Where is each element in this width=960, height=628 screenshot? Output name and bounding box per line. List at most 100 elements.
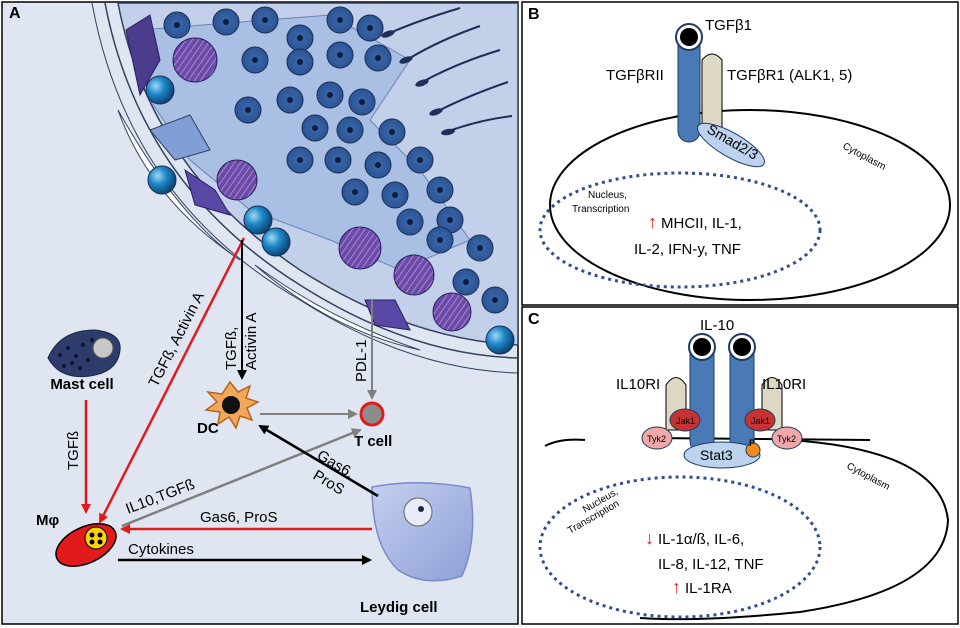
up-arrow-icon: ↑ — [672, 577, 681, 597]
macrophage-nucleus — [84, 526, 108, 550]
panel-b: B Smad2/3 TGFβ1 TGFβRII TGFβR1 (ALK1, 5)… — [521, 1, 959, 306]
leydig-nucleus — [403, 497, 433, 527]
tgfbrii-label: TGFβRII — [606, 67, 664, 84]
arrow-label-gas6-pros-mphi: Gas6, ProS — [200, 509, 278, 526]
jak1-right — [744, 408, 776, 432]
t-cell — [359, 401, 385, 427]
sperm-tail — [451, 115, 513, 131]
arrow-label-mast-tgfb: TGFß — [65, 431, 82, 470]
germ-cell-nucleus — [337, 17, 343, 23]
sperm-head — [441, 128, 455, 136]
germ-cell-nucleus — [347, 127, 353, 133]
jak1-right-label: Jak1 — [751, 416, 770, 426]
smad23 — [697, 122, 765, 168]
nucleus-label: Nucleus, — [588, 190, 627, 201]
dendritic-cell — [204, 380, 260, 430]
spermatocyte — [393, 254, 435, 296]
germ-cell-nucleus — [437, 237, 443, 243]
sperm-head — [399, 56, 413, 64]
transcription-label: Transcription — [572, 204, 629, 215]
upregulated-line2: IL-2, IFN-y, TNF — [634, 241, 741, 258]
downregulated-line2: IL-8, IL-12, TNF — [658, 556, 764, 573]
sperm-head — [429, 108, 443, 116]
tyk2-left — [641, 426, 673, 450]
stat3 — [683, 441, 761, 469]
leydig-cell — [371, 482, 474, 582]
il10ri-right-label: IL10RI — [762, 376, 806, 393]
germ-cell-nucleus — [437, 187, 443, 193]
myoid-cell — [254, 264, 421, 351]
arrow-label-tgfb: TGFß, — [223, 327, 240, 370]
mast-cell-label: Mast cell — [50, 376, 113, 393]
mast-cell-nucleus — [92, 337, 114, 359]
germ-cell-nucleus — [392, 192, 398, 198]
germ-cell-nucleus — [407, 219, 413, 225]
germ-cell-nucleus — [335, 157, 341, 163]
up-arrow-icon: ↑ — [648, 212, 657, 232]
mast-cell — [47, 329, 121, 378]
panel-a-letter: A — [9, 5, 21, 22]
dc-nucleus — [222, 396, 240, 414]
spermatocyte — [432, 292, 472, 332]
germ-cell-nucleus — [447, 217, 453, 223]
germ-cell-nucleus — [337, 52, 343, 58]
leydig-cell-body — [371, 482, 474, 582]
arrow-label-activin: Activin A — [243, 312, 260, 370]
sperm-head — [415, 79, 429, 87]
arrow-label-pdl1: PDL-1 — [353, 339, 370, 382]
panel-a: A — [1, 1, 519, 625]
spermatocyte — [216, 159, 258, 201]
jak1-left — [669, 408, 701, 432]
cell-membrane — [549, 109, 951, 301]
panel-c-letter: C — [528, 311, 540, 328]
sperm-head — [381, 30, 395, 38]
germ-cell — [485, 325, 515, 355]
il10-ligand-core — [693, 338, 711, 356]
germ-cell-nucleus — [389, 129, 395, 135]
nucleus-envelope — [538, 475, 822, 619]
tyk2-left-label: Tyk2 — [647, 434, 666, 444]
jak1-left-label: Jak1 — [676, 416, 695, 426]
stat3-label: Stat3 — [700, 447, 733, 463]
tgfb1-ligand-core — [680, 28, 698, 46]
sertoli-nucleus — [149, 114, 211, 161]
spermatocyte — [172, 37, 218, 83]
dc-label: DC — [197, 420, 219, 437]
germ-cell-nucleus — [297, 157, 303, 163]
germ-cell-nucleus — [174, 22, 180, 28]
spermatocytes — [172, 37, 472, 332]
upregulated-line: IL-1RA — [685, 580, 732, 597]
leydig-nucleolus — [418, 506, 424, 512]
spermatogonium-purple — [125, 14, 161, 97]
germ-cell-nucleus — [375, 55, 381, 61]
t-cell-label: T cell — [354, 433, 392, 450]
germ-cell-nucleus — [245, 107, 251, 113]
germ-cell-nucleus — [375, 162, 381, 168]
germ-cell-nucleus — [477, 245, 483, 251]
il10-label: IL-10 — [700, 317, 734, 334]
spermatocyte — [338, 226, 382, 270]
germ-cell-nucleus — [352, 189, 358, 195]
germ-cell-nucleus — [463, 279, 469, 285]
germ-cell-nucleus — [312, 125, 318, 131]
il10-ligand-core — [733, 338, 751, 356]
tgfbr1-label: TGFβR1 (ALK1, 5) — [727, 67, 852, 84]
germ-cell-nucleus — [367, 25, 373, 31]
germ-cell — [261, 227, 291, 257]
panel-b-letter: B — [528, 6, 540, 23]
arrow-macrophage-to-t-cell — [121, 428, 362, 528]
spermatogonium-purple — [184, 168, 232, 216]
upregulated-line1: MHCII, IL-1, — [661, 215, 742, 232]
macrophage — [55, 523, 117, 567]
germ-cell-nucleus — [297, 59, 303, 65]
arrow-tgfb-activin-to-macrophage — [98, 237, 246, 524]
tyk2-right — [771, 426, 803, 450]
macrophage-label: Mφ — [36, 512, 59, 529]
cell-membrane — [639, 439, 950, 621]
sperm-tail — [409, 25, 481, 59]
spermatids — [145, 6, 515, 355]
sperm-tail — [391, 7, 461, 33]
t-cell-body — [359, 401, 385, 427]
membrane-segment — [544, 437, 871, 447]
